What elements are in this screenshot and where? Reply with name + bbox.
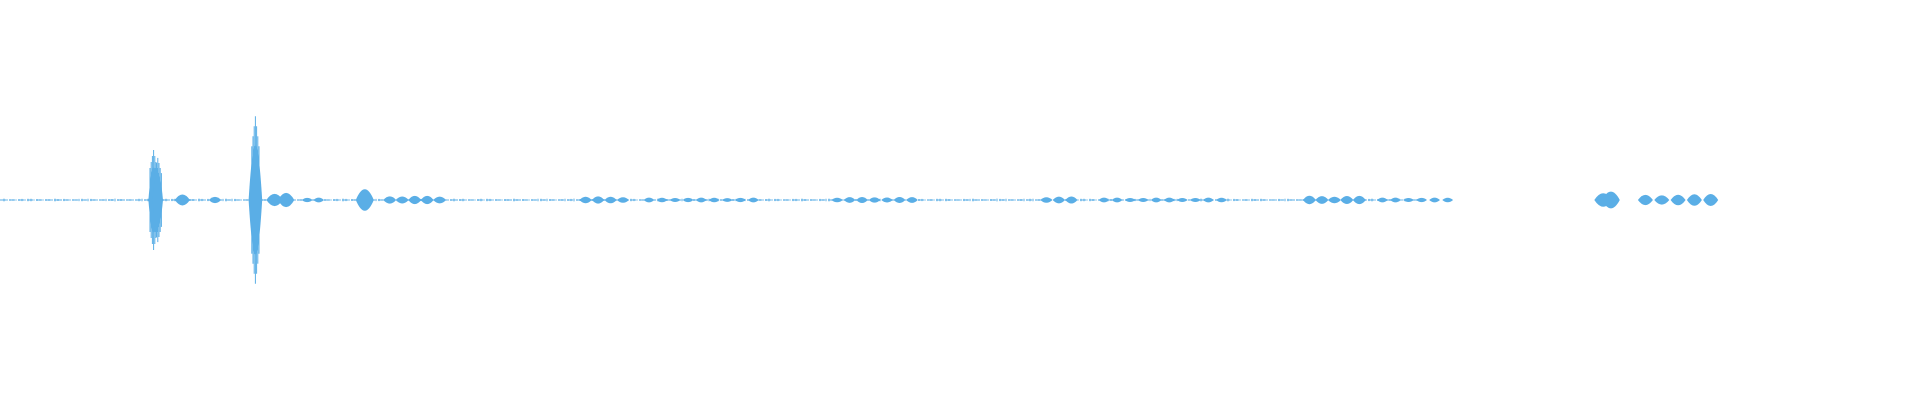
waveform-peak bbox=[893, 197, 906, 203]
waveform-peak bbox=[831, 197, 843, 203]
waveform-peak bbox=[408, 195, 422, 205]
waveform-peak bbox=[656, 197, 668, 203]
waveform-peak bbox=[1040, 197, 1053, 203]
waveform-peak bbox=[395, 196, 409, 204]
waveform-peaks bbox=[3, 116, 1719, 284]
waveform-peak bbox=[592, 196, 605, 204]
waveform-peak bbox=[695, 197, 707, 203]
waveform-peak bbox=[843, 197, 856, 203]
waveform-peak bbox=[721, 198, 733, 202]
waveform-peak bbox=[708, 197, 720, 203]
waveform-peak bbox=[1163, 197, 1175, 203]
waveform-peak bbox=[1065, 196, 1078, 204]
waveform-peak bbox=[735, 197, 746, 203]
waveform-peak bbox=[355, 189, 374, 211]
waveform-peak bbox=[616, 197, 630, 203]
waveform-peak bbox=[881, 197, 893, 203]
waveform-peak bbox=[1416, 197, 1427, 203]
waveform-peak bbox=[669, 198, 681, 202]
waveform-peak bbox=[1216, 197, 1227, 203]
waveform-peak bbox=[1703, 194, 1719, 206]
waveform-peak bbox=[1637, 194, 1653, 206]
waveform-peak bbox=[1203, 197, 1214, 203]
waveform-peak bbox=[1150, 197, 1162, 203]
waveform-peak bbox=[1190, 197, 1201, 203]
waveform-peak bbox=[1328, 196, 1341, 204]
waveform-peak bbox=[604, 196, 617, 204]
waveform-peak bbox=[1602, 191, 1620, 209]
waveform-peak bbox=[1340, 196, 1354, 204]
waveform-peak bbox=[906, 197, 918, 203]
waveform-peak bbox=[856, 197, 868, 203]
waveform-peak bbox=[433, 196, 447, 204]
waveform-peak bbox=[1654, 195, 1670, 205]
waveform-peak bbox=[748, 197, 759, 203]
waveform-peak bbox=[1303, 195, 1316, 205]
waveform-peak bbox=[1315, 196, 1329, 204]
waveform-peak bbox=[301, 197, 313, 203]
waveform-peak bbox=[1390, 197, 1401, 203]
waveform-peak bbox=[1429, 197, 1440, 203]
waveform-peak bbox=[313, 197, 325, 203]
waveform-peak bbox=[1098, 197, 1110, 203]
waveform-peak bbox=[1176, 198, 1188, 202]
waveform-peak bbox=[420, 195, 434, 205]
waveform-peak bbox=[682, 197, 694, 203]
waveform-peak bbox=[1137, 197, 1149, 203]
waveform-peak bbox=[1352, 195, 1366, 205]
waveform-peak bbox=[579, 196, 592, 204]
waveform-peak bbox=[1377, 197, 1388, 203]
waveform-peak bbox=[383, 196, 397, 204]
waveform-peak bbox=[266, 193, 283, 207]
waveform-peak bbox=[1686, 194, 1702, 206]
waveform-peak bbox=[1052, 196, 1065, 204]
waveform-peak bbox=[174, 194, 190, 206]
waveform-peak bbox=[1442, 197, 1454, 203]
waveform-peak bbox=[643, 197, 655, 203]
waveform-peak bbox=[1670, 194, 1686, 206]
waveform-peak bbox=[208, 196, 222, 204]
waveform-peak bbox=[277, 192, 295, 208]
waveform-peak bbox=[1124, 198, 1136, 202]
waveform-peak bbox=[868, 197, 881, 203]
waveform-peak bbox=[1403, 198, 1414, 202]
waveform-peak bbox=[1111, 197, 1123, 203]
